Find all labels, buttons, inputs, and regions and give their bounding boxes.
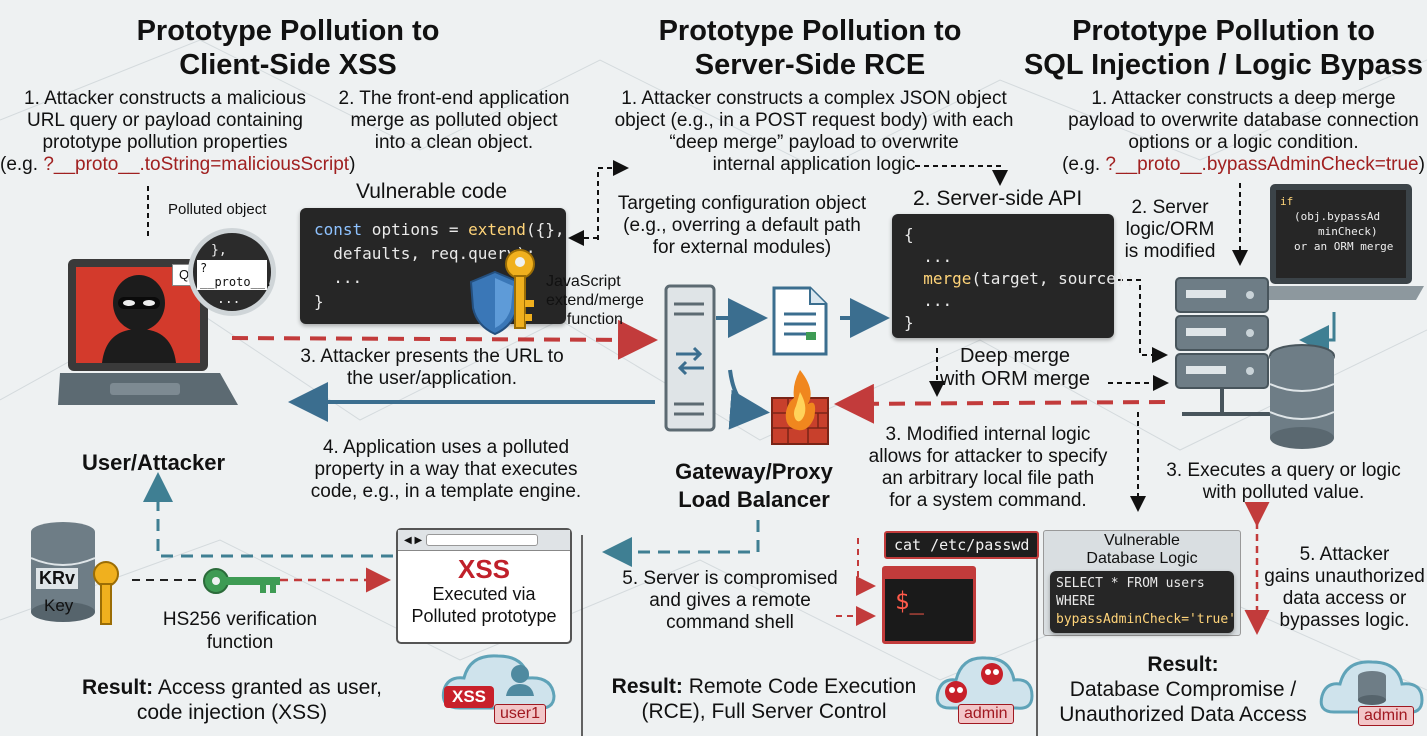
laptop-code: if (obj.bypassAd minCheck) or an ORM mer… [1280,195,1394,253]
green-key-icon [203,568,280,594]
polluted-object-label: Polluted object [168,201,267,218]
document-icon [772,286,828,356]
right-step1: 1. Attacker constructs a deep merge payl… [1062,88,1425,175]
server-api-code: { ... merge(target, source); ... } [892,214,1135,338]
cloud-database-badge: admin [1318,650,1426,730]
middle-step3: 3. Modified internal logic allows for at… [868,424,1108,511]
left-step1: 1. Attacker constructs a malicious URL q… [0,88,356,175]
js-merge-label: JavaScript extend/merge function [546,273,644,328]
left-step4: 4. Application uses a polluted property … [310,437,582,502]
database-server-icon [1175,277,1335,449]
middle-step1: 1. Attacker constructs a complex JSON ob… [614,88,1014,175]
hacker-icon [102,275,176,363]
gateway-label: Gateway/Proxy Load Balancer [675,459,833,512]
deep-merge-label: Deep merge with ORM merge [940,345,1091,390]
laptop-code-icon [1258,184,1424,300]
right-step5: 5. Attacker gains unauthorized data acce… [1264,544,1425,631]
middle-step5: 5. Server is compromised and gives a rem… [622,568,838,633]
browser-toolbar: ◀ ▶ [398,530,570,551]
vulnerable-code-label: Vulnerable code [356,180,507,203]
server-rack-icon [664,284,716,432]
hs256-label: HS256 verification function [162,609,318,653]
key-icon [505,249,535,329]
shield-icon [469,270,521,336]
database-key: KRv Key [28,520,128,630]
vulnerable-db-logic: Vulnerable Database Logic SELECT * FROM … [1043,530,1241,636]
left-result: Result: Access granted as user, code inj… [82,676,382,724]
cloud-database-icon [1319,660,1424,714]
right-laptop: if (obj.bypassAd minCheck) or an ORM mer… [1256,182,1426,304]
firewall-icon [771,370,829,445]
right-result: Result: Database Compromise / Unauthoriz… [1059,653,1307,726]
key-icon [93,561,119,625]
magnifier-icon: }, ?__proto__. ... [188,228,276,316]
cloud-skull-icon [935,656,1034,710]
targeting-note: Targeting configuration object (e.g., ov… [617,193,867,258]
left-step2: 2. The front-end application merge as po… [338,88,570,153]
middle-result: Result: Remote Code Execution (RCE), Ful… [611,675,917,723]
cloud-user-badge: XSS user1 [440,646,560,728]
cloud-skull-badge: admin [934,646,1034,730]
attacker-laptop [58,255,238,415]
command-text: cat /etc/passwd [884,531,1040,559]
terminal-icon: $_ [882,566,976,644]
server-api-label: 2. Server-side API [913,187,1083,210]
right-step2: 2. Server logic/ORM is modified [1124,197,1216,262]
polluted-object-magnifier: Q }, ?__proto__. ... [172,228,296,316]
user-attacker-label: User/Attacker [82,450,226,475]
xss-title: XSS [457,554,511,584]
left-step3: 3. Attacker presents the URL to the user… [300,346,564,389]
browser-window-icon: ◀ ▶ XSS Executed via Polluted prototype [396,528,572,644]
attacker-to-gateway-arrow [231,319,658,360]
sql-code: SELECT * FROM users WHERE bypassAdminChe… [1050,571,1236,633]
right-step3: 3. Executes a query or logic with pollut… [1166,460,1401,503]
